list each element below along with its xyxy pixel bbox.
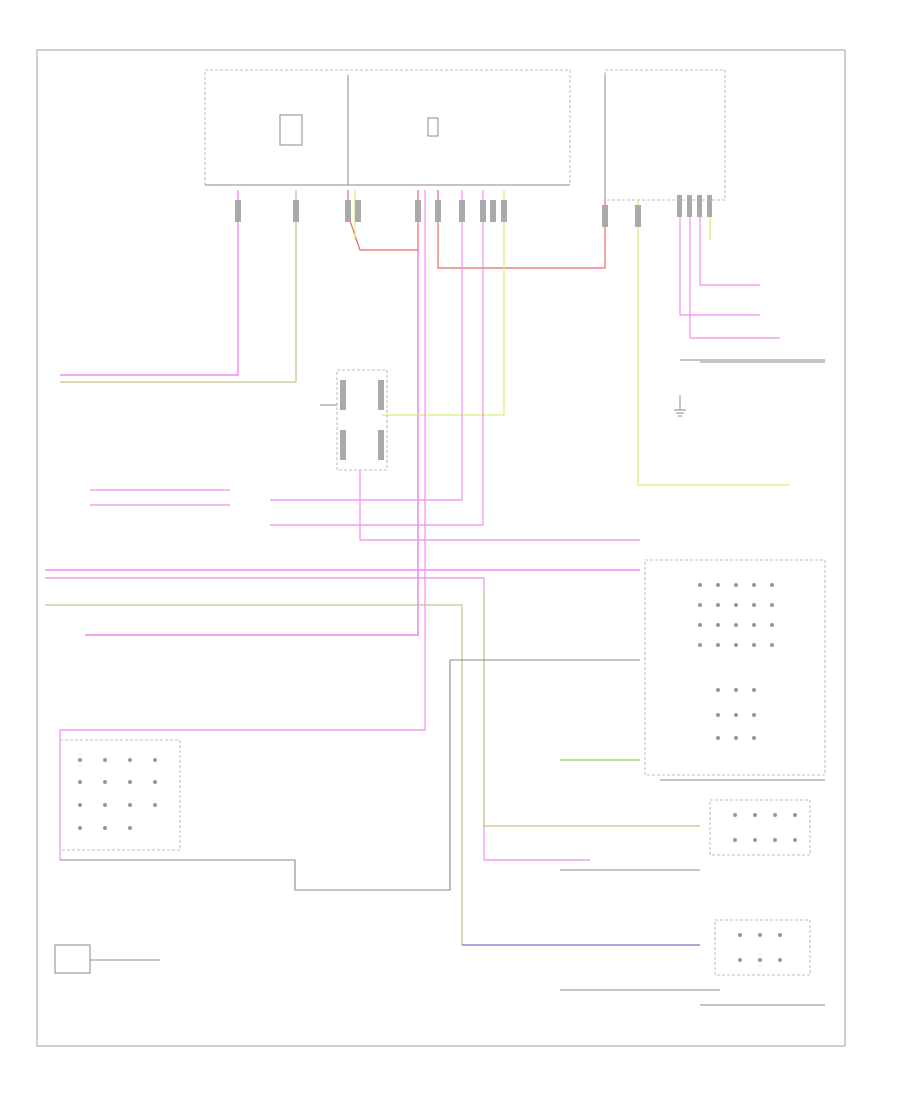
terminal-13: [677, 195, 682, 217]
terminal-16: [707, 195, 712, 217]
trailer-module-connector: [644, 559, 826, 776]
wire-pink-3: [270, 190, 484, 526]
wire-pink-9: [699, 200, 760, 286]
wire-pink-5: [359, 470, 640, 541]
wire-pink-4: [270, 190, 463, 501]
terminal-20: [378, 430, 384, 460]
pin-grid-lower-right: [733, 813, 797, 962]
fuse-element: [427, 117, 439, 137]
terminal-7: [459, 200, 465, 222]
terminal-9: [490, 200, 496, 222]
lower-right-connector: [709, 799, 811, 856]
battery-junction-box: [604, 69, 726, 201]
wire-yellow-green-3: [637, 200, 790, 486]
terminal-12: [635, 205, 641, 227]
trailer-relay-block: [279, 114, 303, 146]
wire-pink-8: [689, 200, 780, 339]
wire-pink-main-2: [45, 577, 590, 861]
pin-grid-right: [698, 583, 774, 740]
terminal-marks: [235, 195, 712, 460]
terminal-11: [602, 205, 608, 227]
ground-symbol: [674, 395, 686, 417]
terminal-8: [480, 200, 486, 222]
terminal-5: [415, 200, 421, 222]
wire-tan-main: [45, 604, 700, 946]
wire-pink-left: [60, 190, 239, 376]
terminal-6: [435, 200, 441, 222]
wire-yellow-green-1: [382, 190, 505, 416]
wire-tan-left: [60, 190, 297, 383]
terminal-19: [340, 430, 346, 460]
wire-red-2: [437, 190, 606, 269]
ground-module: [54, 944, 91, 974]
terminal-15: [697, 195, 702, 217]
wire-pink-7: [679, 200, 760, 316]
terminal-1: [235, 200, 241, 222]
wire-tan-2: [483, 590, 700, 827]
bottom-right-connector: [714, 919, 811, 976]
terminal-14: [687, 195, 692, 217]
wire-magenta-down: [85, 250, 419, 636]
wire-gray-1: [60, 659, 640, 891]
terminal-4: [355, 200, 361, 222]
left-trailer-connector: [59, 739, 181, 851]
pin-grid-left: [78, 758, 157, 830]
center-module: [336, 369, 388, 471]
terminal-18: [378, 380, 384, 410]
terminal-3: [345, 200, 351, 222]
terminal-10: [501, 200, 507, 222]
terminal-2: [293, 200, 299, 222]
diagram-frame: [36, 49, 846, 1047]
central-junction-box: [204, 69, 571, 186]
terminal-17: [340, 380, 346, 410]
